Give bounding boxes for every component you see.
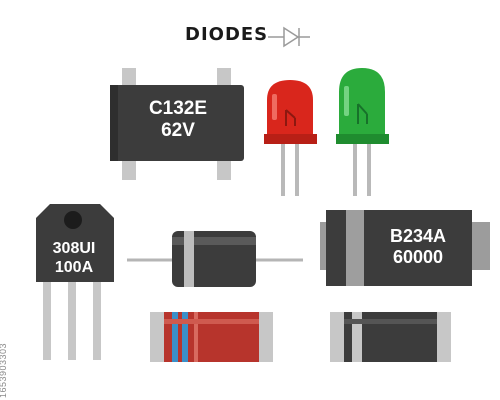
power-diode-label: 308UI 100A bbox=[38, 239, 110, 277]
diode-symbol-icon bbox=[268, 26, 310, 48]
red-led bbox=[264, 80, 317, 196]
bridge-chip-line1: C132E bbox=[148, 98, 208, 119]
smd-diode-line2: 60000 bbox=[392, 247, 444, 267]
green-led bbox=[336, 68, 389, 196]
power-diode-package bbox=[36, 204, 114, 360]
bridge-rectifier-chip bbox=[110, 68, 244, 180]
glass-diode-dark bbox=[330, 312, 451, 362]
stock-id-text: 1653903303 bbox=[0, 342, 8, 398]
smd-diode bbox=[320, 210, 490, 286]
smd-diode-line1: B234A bbox=[389, 226, 447, 246]
bridge-chip-label: C132E 62V bbox=[132, 98, 224, 142]
smd-diode-label: B234A 60000 bbox=[368, 226, 468, 268]
page-title: DIODES bbox=[185, 24, 269, 45]
bridge-chip-line2: 62V bbox=[161, 120, 195, 141]
power-diode-line2: 100A bbox=[54, 259, 94, 276]
glass-diode-red bbox=[150, 312, 273, 362]
axial-rectifier-diode bbox=[127, 231, 303, 287]
power-diode-line1: 308UI bbox=[52, 240, 96, 257]
